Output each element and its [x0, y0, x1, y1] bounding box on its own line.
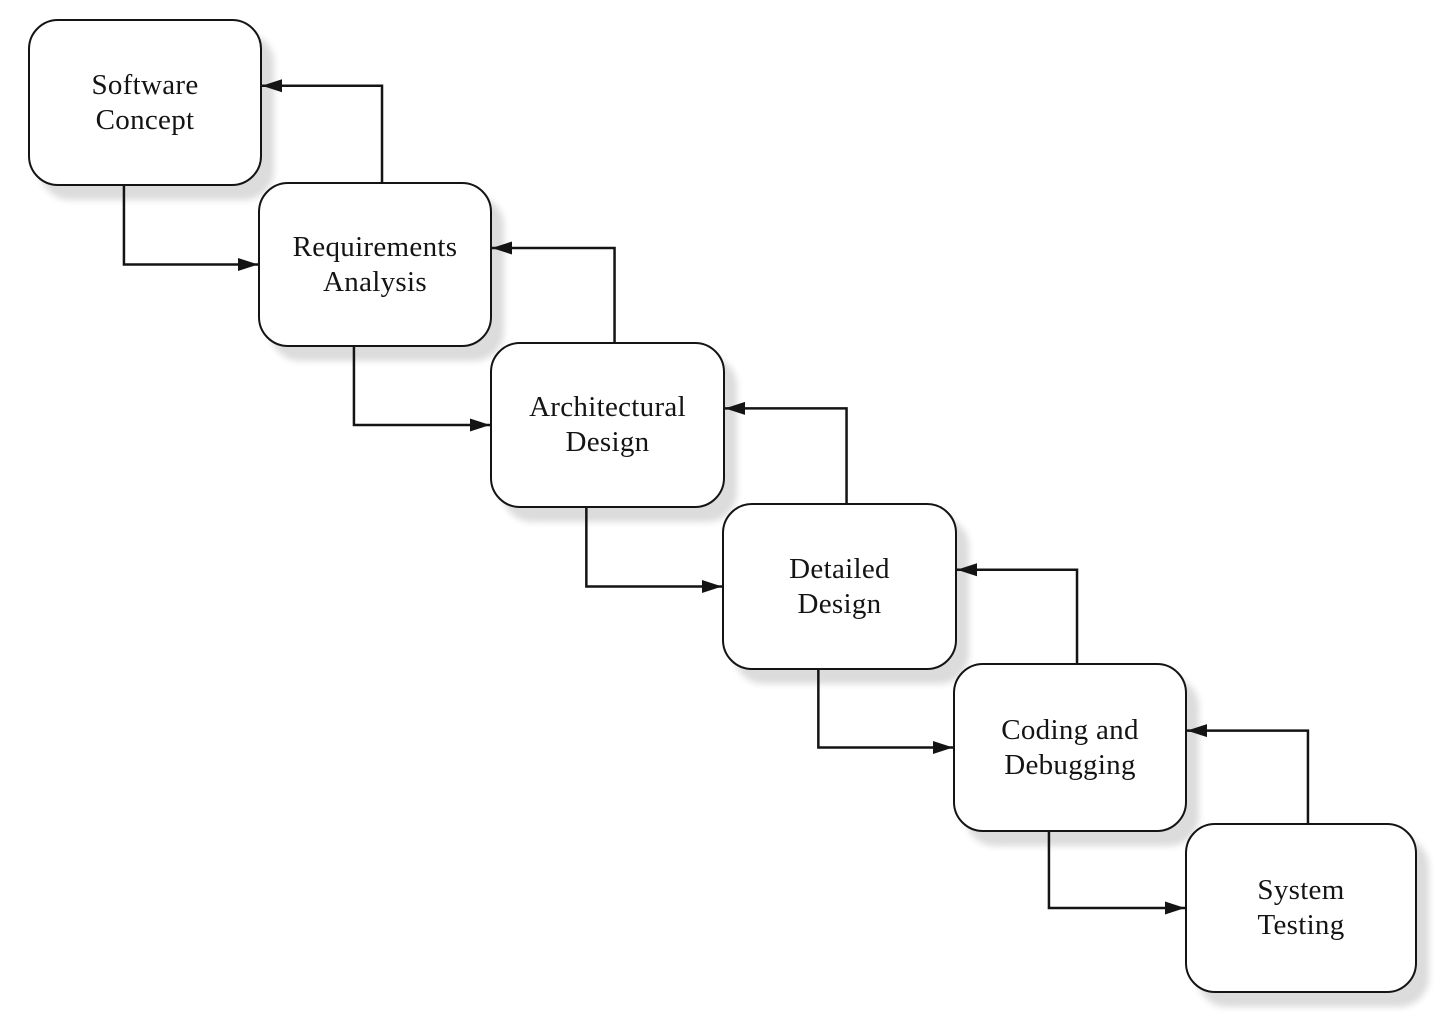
node-label-line: Software — [91, 68, 199, 101]
arrow-forward-requirements-analysis-to-architectural-design — [352, 347, 490, 432]
node-label-line: Concept — [95, 103, 195, 136]
node-label-line: Requirements — [292, 230, 458, 263]
arrow-forward-coding-and-debugging-to-system-testing — [1047, 832, 1185, 915]
node-coding-and-debugging: Coding and Debugging — [953, 663, 1187, 832]
arrow-backward-coding-and-debugging-to-detailed-design — [957, 563, 1079, 663]
node-label-line: Design — [565, 426, 650, 458]
node-label-line: Testing — [1257, 909, 1345, 941]
arrow-forward-software-concept-to-requirements-analysis — [122, 186, 258, 271]
node-label-line: Architectural — [529, 391, 686, 423]
arrow-backward-architectural-design-to-requirements-analysis — [492, 241, 616, 342]
arrow-forward-architectural-design-to-detailed-design — [585, 508, 722, 593]
node-system-testing: System Testing — [1185, 823, 1417, 993]
node-label-line: Design — [797, 587, 882, 620]
node-label-line: Coding and — [1001, 713, 1139, 746]
node-requirements-analysis: Requirements Analysis — [258, 182, 492, 347]
node-label-line: Debugging — [1004, 748, 1136, 781]
arrow-backward-requirements-analysis-to-software-concept — [262, 79, 384, 182]
node-architectural-design: Architectural Design — [490, 342, 725, 508]
node-software-concept: Software Concept — [28, 19, 262, 186]
node-detailed-design: Detailed Design — [722, 503, 957, 670]
arrow-forward-detailed-design-to-coding-and-debugging — [817, 670, 953, 754]
arrow-backward-system-testing-to-coding-and-debugging — [1187, 724, 1310, 823]
node-label-line: System — [1257, 874, 1345, 906]
node-label-line: Detailed — [789, 552, 890, 585]
node-label-line: Analysis — [323, 265, 427, 298]
arrow-backward-detailed-design-to-architectural-design — [725, 401, 848, 503]
